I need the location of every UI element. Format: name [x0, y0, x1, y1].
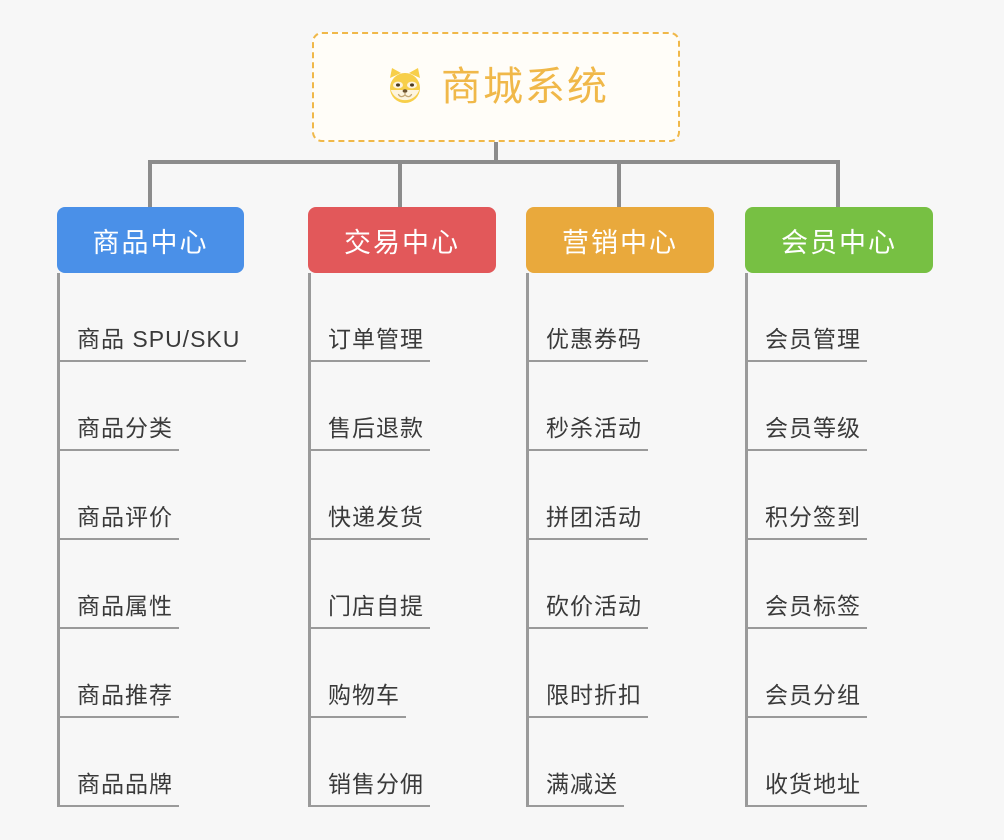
list-item[interactable]: 订单管理 — [311, 273, 430, 362]
branch-column-trade-center: 交易中心 — [308, 207, 508, 273]
leaf-item-label: 秒杀活动 — [529, 409, 648, 451]
list-item[interactable]: 拼团活动 — [529, 451, 648, 540]
leaf-list-product-center: 商品 SPU/SKU 商品分类 商品评价 商品属性 商品推荐 商品品牌 — [57, 273, 247, 807]
list-item[interactable]: 满减送 — [529, 718, 648, 807]
shiba-dog-icon — [383, 65, 427, 109]
leaf-item-label: 会员标签 — [748, 587, 867, 629]
list-item[interactable]: 商品推荐 — [60, 629, 246, 718]
leaf-item-label: 砍价活动 — [529, 587, 648, 629]
leaf-item-label: 会员分组 — [748, 676, 867, 718]
leaf-item-label: 拼团活动 — [529, 498, 648, 540]
list-item[interactable]: 砍价活动 — [529, 540, 648, 629]
list-item[interactable]: 商品品牌 — [60, 718, 246, 807]
connector-branch-stem-4 — [836, 160, 840, 209]
list-item[interactable]: 售后退款 — [311, 362, 430, 451]
list-item[interactable]: 优惠券码 — [529, 273, 648, 362]
leaf-item-label: 会员等级 — [748, 409, 867, 451]
leaf-item-label: 门店自提 — [311, 587, 430, 629]
category-label: 交易中心 — [344, 227, 460, 258]
list-item[interactable]: 商品评价 — [60, 451, 246, 540]
leaf-item-label: 商品推荐 — [60, 676, 179, 718]
connector-branch-stem-3 — [617, 160, 621, 209]
list-item[interactable]: 快递发货 — [311, 451, 430, 540]
connector-branch-stem-1 — [148, 160, 152, 209]
branch-column-member-center: 会员中心 — [745, 207, 945, 273]
list-item[interactable]: 会员等级 — [748, 362, 867, 451]
list-item[interactable]: 会员标签 — [748, 540, 867, 629]
list-item[interactable]: 会员管理 — [748, 273, 867, 362]
leaf-list-trade-center: 订单管理 售后退款 快递发货 门店自提 购物车 销售分佣 — [308, 273, 430, 807]
list-item[interactable]: 限时折扣 — [529, 629, 648, 718]
category-label: 商品中心 — [92, 227, 209, 258]
leaf-item-label: 满减送 — [529, 765, 624, 807]
leaf-item-label: 销售分佣 — [311, 765, 430, 807]
connector-horizontal-bus — [150, 160, 840, 164]
category-box-product-center[interactable]: 商品中心 — [57, 207, 244, 273]
list-item[interactable]: 秒杀活动 — [529, 362, 648, 451]
leaf-item-label: 商品品牌 — [60, 765, 179, 807]
connector-branch-stem-2 — [398, 160, 402, 209]
category-label: 会员中心 — [781, 227, 897, 258]
leaf-item-label: 商品属性 — [60, 587, 179, 629]
category-label: 营销中心 — [562, 227, 678, 258]
branch-column-product-center: 商品中心 — [57, 207, 277, 273]
leaf-list-marketing-center: 优惠券码 秒杀活动 拼团活动 砍价活动 限时折扣 满减送 — [526, 273, 648, 807]
root-node-label: 商城系统 — [441, 65, 609, 109]
leaf-item-label: 收货地址 — [748, 765, 867, 807]
category-box-marketing-center[interactable]: 营销中心 — [526, 207, 714, 273]
list-item[interactable]: 积分签到 — [748, 451, 867, 540]
leaf-item-label: 优惠券码 — [529, 320, 648, 362]
branch-column-marketing-center: 营销中心 — [526, 207, 726, 273]
list-item[interactable]: 收货地址 — [748, 718, 867, 807]
leaf-item-label: 订单管理 — [311, 320, 430, 362]
leaf-item-label: 快递发货 — [311, 498, 430, 540]
leaf-item-label: 售后退款 — [311, 409, 430, 451]
list-item[interactable]: 门店自提 — [311, 540, 430, 629]
list-item[interactable]: 商品属性 — [60, 540, 246, 629]
list-item[interactable]: 购物车 — [311, 629, 430, 718]
root-node-mall-system[interactable]: 商城系统 — [312, 32, 680, 142]
list-item[interactable]: 销售分佣 — [311, 718, 430, 807]
list-item[interactable]: 商品分类 — [60, 362, 246, 451]
leaf-item-label: 会员管理 — [748, 320, 867, 362]
list-item[interactable]: 会员分组 — [748, 629, 867, 718]
leaf-item-label: 商品 SPU/SKU — [60, 320, 247, 362]
leaf-item-label: 商品分类 — [60, 409, 179, 451]
category-box-trade-center[interactable]: 交易中心 — [308, 207, 496, 273]
leaf-item-label: 积分签到 — [748, 498, 867, 540]
leaf-item-label: 限时折扣 — [529, 676, 648, 718]
leaf-list-member-center: 会员管理 会员等级 积分签到 会员标签 会员分组 收货地址 — [745, 273, 867, 807]
leaf-item-label: 购物车 — [311, 676, 406, 718]
leaf-item-label: 商品评价 — [60, 498, 179, 540]
list-item[interactable]: 商品 SPU/SKU — [60, 273, 247, 362]
category-box-member-center[interactable]: 会员中心 — [745, 207, 933, 273]
connector-root-stem — [494, 142, 498, 162]
